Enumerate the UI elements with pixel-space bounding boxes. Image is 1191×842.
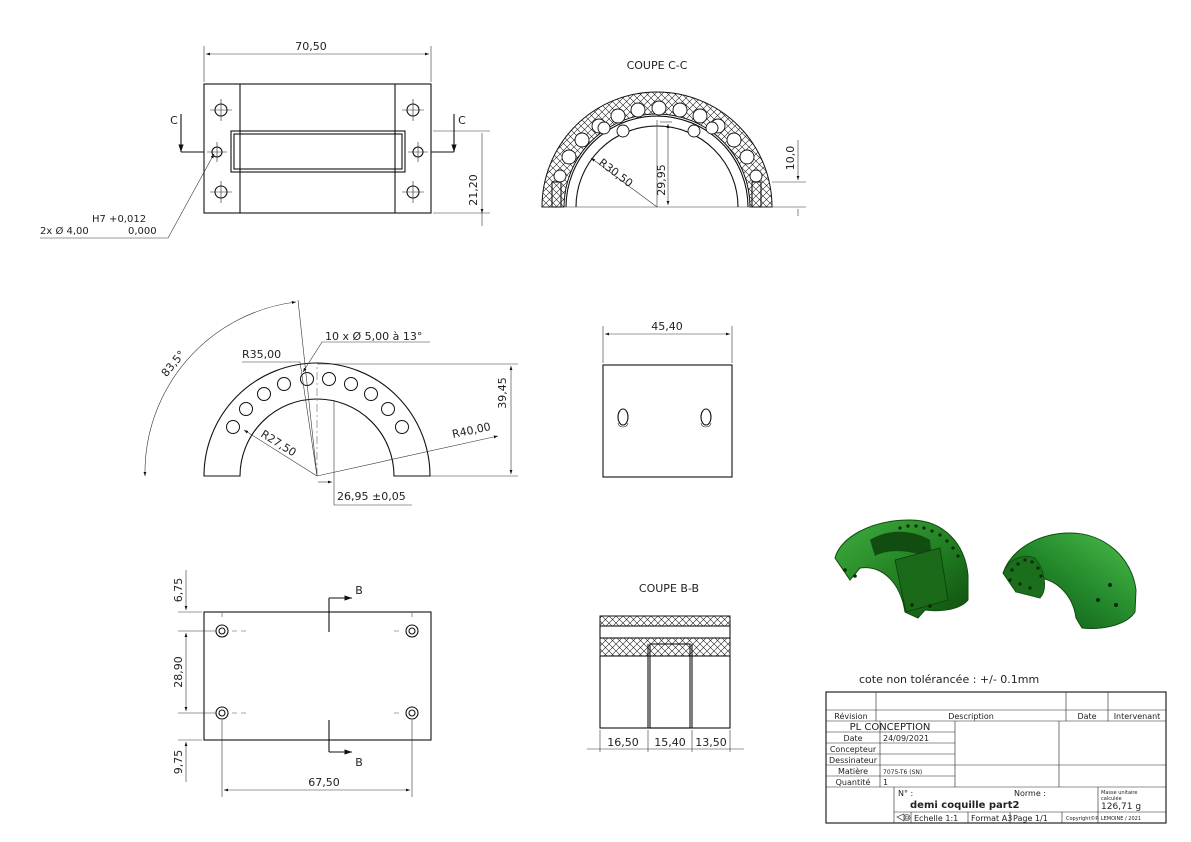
tb-revision-label: Révision bbox=[834, 711, 867, 721]
tb-quantite-label: Quantité bbox=[836, 777, 871, 787]
tb-copyright: Copyright©P. LEMOINE / 2021 bbox=[1066, 815, 1141, 822]
render-part-view-1 bbox=[834, 519, 969, 619]
hole-tol-lower: 0,000 bbox=[128, 226, 157, 237]
tb-page: Page 1/1 bbox=[1013, 814, 1048, 823]
dim-bb-1540: 15,40 bbox=[654, 736, 686, 749]
dim-side-width: 45,40 bbox=[651, 320, 683, 333]
bottom-holes bbox=[215, 612, 419, 720]
tb-date-header: Date bbox=[1077, 712, 1096, 721]
dim-top-height: 21,20 bbox=[467, 174, 480, 206]
tb-masse-value: 126,71 g bbox=[1101, 802, 1141, 812]
tb-no-label: N° : bbox=[898, 789, 913, 798]
section-b-top: B bbox=[355, 584, 363, 597]
tb-part-name: demi coquille part2 bbox=[910, 800, 1020, 811]
dim-bb-1350: 13,50 bbox=[695, 736, 727, 749]
tb-dessinateur-label: Dessinateur bbox=[829, 756, 878, 765]
dim-offset: 26,95 ±0,05 bbox=[337, 490, 406, 503]
dim-r40: R40,00 bbox=[451, 420, 492, 441]
section-b-bottom: B bbox=[355, 756, 363, 769]
cc-balls bbox=[553, 100, 763, 183]
tb-echelle: Echelle 1:1 bbox=[914, 814, 958, 823]
tb-intervenant-label: Intervenant bbox=[1114, 712, 1161, 721]
dim-bottom-width: 67,50 bbox=[308, 776, 340, 789]
coupe-bb-title: COUPE B-B bbox=[639, 582, 699, 595]
tb-matiere-label: Matière bbox=[838, 766, 868, 776]
dim-r35: R35,00 bbox=[242, 348, 281, 361]
tb-concepteur-label: Concepteur bbox=[830, 745, 877, 754]
front-view: 83,5° 10 x Ø 5,00 à 13° R35,00 R40,00 R2… bbox=[143, 299, 518, 506]
section-c-c: COUPE C-C R30,50 29,95 10,0 bbox=[541, 59, 806, 216]
dim-holes-spec: 10 x Ø 5,00 à 13° bbox=[325, 330, 422, 343]
dim-bb-1650: 16,50 bbox=[607, 736, 639, 749]
tb-masse-label-1: Masse unitaire bbox=[1101, 790, 1137, 796]
hole-dia: 2x Ø 4,00 bbox=[40, 225, 89, 237]
tb-masse-label-2: calculée bbox=[1101, 795, 1122, 802]
tolerance-note: cote non tolérancée : +/- 0.1mm bbox=[859, 673, 1039, 686]
tb-format: Format A3 bbox=[971, 814, 1012, 823]
render-part-view-2 bbox=[1002, 532, 1137, 629]
top-hole bbox=[207, 99, 428, 203]
dim-cc-height: 29,95 bbox=[655, 164, 668, 196]
dim-cc-radius: R30,50 bbox=[596, 156, 635, 190]
coupe-cc-title: COUPE C-C bbox=[627, 59, 688, 72]
tb-quantite-value: 1 bbox=[883, 778, 888, 787]
hole-tol-upper: H7 +0,012 bbox=[92, 214, 146, 225]
dim-bottom-975: 9,75 bbox=[172, 750, 185, 775]
tb-description-label: Description bbox=[948, 712, 994, 721]
section-c-right: C bbox=[458, 114, 466, 127]
dim-side-height: 39,45 bbox=[496, 377, 509, 409]
bottom-view: B B 6,75 28,90 9,75 67,50 bbox=[172, 570, 432, 797]
side-view: 45,40 bbox=[602, 320, 733, 478]
dim-cc-right: 10,0 bbox=[784, 146, 797, 171]
tb-company: PL CONCEPTION bbox=[850, 722, 931, 733]
title-block: Révision Description Date Intervenant PL… bbox=[825, 691, 1167, 824]
dim-top-width: 70,50 bbox=[295, 40, 327, 53]
tb-norme-label: Norme : bbox=[1014, 789, 1046, 798]
tb-date-value: 24/09/2021 bbox=[883, 734, 929, 743]
section-b-b: COUPE B-B 16,50 15,40 13,50 bbox=[587, 582, 744, 752]
dim-bottom-675: 6,75 bbox=[172, 578, 185, 603]
dim-r27: R27,50 bbox=[258, 428, 298, 460]
projection-symbol-icon bbox=[896, 813, 911, 822]
tb-matiere-value: 7075-T6 (SN) bbox=[883, 769, 922, 776]
top-view: 70,50 21,20 C C H7 +0,012 2x Ø 4,00 0,00… bbox=[40, 40, 490, 239]
dim-bottom-2890: 28,90 bbox=[172, 656, 185, 688]
section-c-left: C bbox=[170, 114, 178, 127]
tb-date-label: Date bbox=[843, 734, 862, 743]
